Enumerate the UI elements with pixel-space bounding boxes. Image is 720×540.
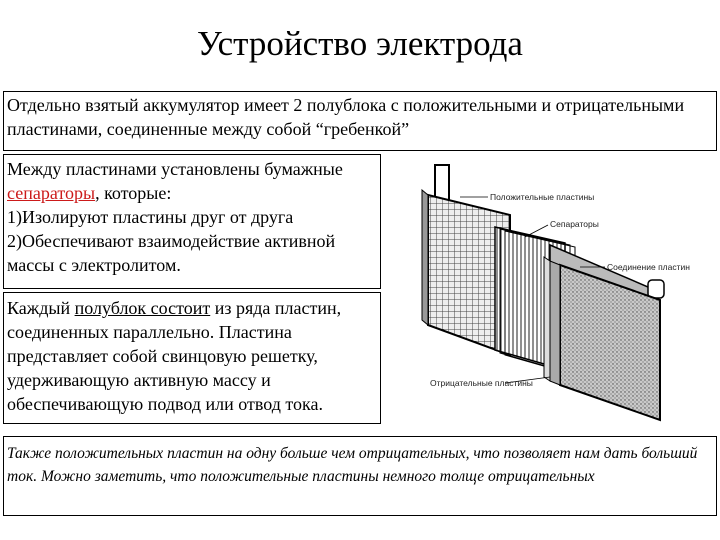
para2-item-1: 1)Изолируют пластины друг от друга xyxy=(7,207,294,227)
label-connection: Соединение пластин xyxy=(607,262,690,272)
label-negative-plates: Отрицательные пластины xyxy=(430,378,533,388)
paragraph-box-2 xyxy=(3,154,381,289)
para3-text-after: из ряда пластин, соединенных параллельно… xyxy=(7,298,342,414)
para2-text-after: , которые: xyxy=(95,183,172,203)
para2-item-2: 2)Обеспечивают взаимодействие активной м… xyxy=(7,231,336,275)
paragraph-4: Также положительных пластин на одну боль… xyxy=(7,445,698,485)
paragraph-2: Между пластинами установлены бумажные се… xyxy=(7,157,379,277)
page-title: Устройство электрода xyxy=(197,24,523,63)
paragraph-box-1 xyxy=(3,91,717,151)
paragraph-3: Каждый полублок состоит из ряда пластин,… xyxy=(7,296,379,416)
positive-plate xyxy=(421,164,511,357)
label-separators: Сепараторы xyxy=(550,219,599,229)
negative-plate xyxy=(543,256,661,422)
paragraph-box-4 xyxy=(3,436,717,516)
para3-text-before: Каждый xyxy=(7,298,75,318)
half-block-underlined: полублок состоит xyxy=(74,298,211,318)
paragraph-box-3 xyxy=(3,292,381,424)
para2-text-before: Между пластинами установлены бумажные xyxy=(7,159,343,179)
separators-link[interactable]: сепараторы xyxy=(7,183,96,203)
label-positive-plates: Положительные пластины xyxy=(490,192,594,202)
electrode-diagram: Положительные пластины Сепараторы Соедин… xyxy=(421,164,690,422)
paragraph-1: Отдельно взятый аккумулятор имеет 2 полу… xyxy=(7,95,685,139)
